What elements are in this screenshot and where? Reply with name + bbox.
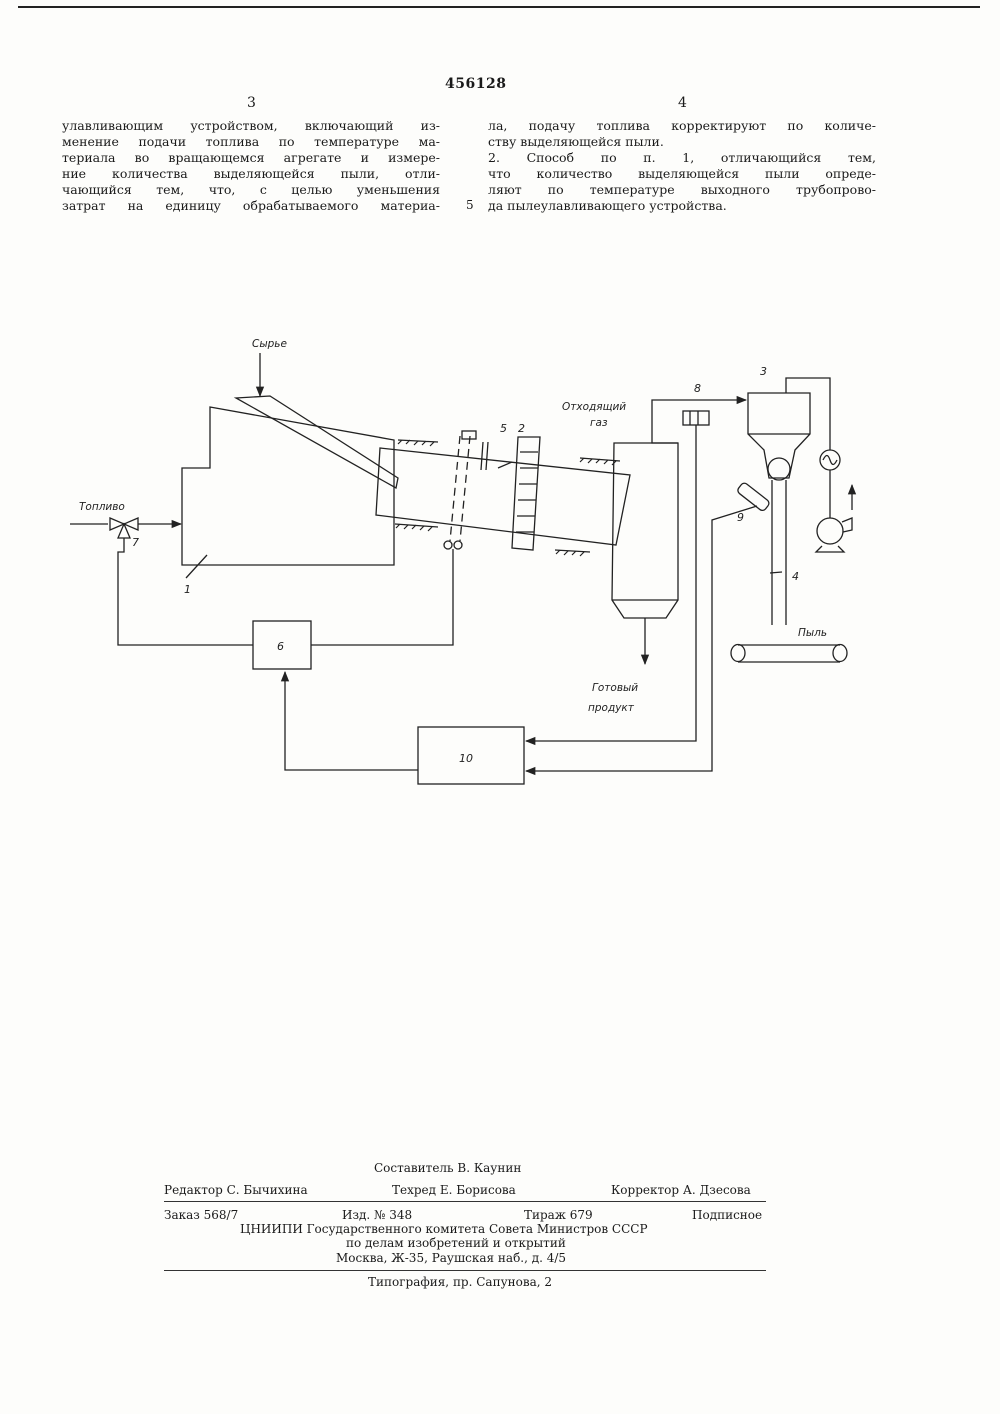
imprint-org-2: по делам изобретений и открытий (346, 1235, 566, 1251)
ref-number-1: 1 (184, 583, 191, 596)
dust-conveyor (731, 645, 847, 663)
label-product-2: продукт (588, 702, 635, 714)
thermometer-8 (683, 411, 709, 425)
label-product-1: Готовый (592, 682, 638, 694)
ref-number-8: 8 (694, 382, 701, 395)
label-dust: Пыль (798, 627, 827, 639)
imprint-compiler: Составитель В. Каунин (374, 1160, 521, 1176)
ref-number-10: 10 (459, 752, 473, 765)
furnace-block-1 (182, 407, 394, 565)
ref-number-6: 6 (277, 640, 284, 653)
imprint-order: Заказ 568/7 (164, 1207, 238, 1223)
raw-feed-chute (236, 396, 398, 488)
cyclone-3 (748, 393, 810, 478)
rotary-lock (768, 458, 790, 480)
imprint-org-3: Москва, Ж-35, Раушская наб., д. 4/5 (336, 1250, 566, 1266)
ref-number-3: 3 (760, 365, 767, 378)
fan-motor (820, 450, 840, 470)
rotary-kiln (376, 448, 630, 545)
imprint-rule (164, 1201, 766, 1202)
temperature-sensor-5 (444, 431, 488, 549)
ref-number-4: 4 (792, 570, 799, 583)
ref-number-9: 9 (737, 511, 744, 524)
imprint-corrector: Корректор А. Дзесова (611, 1182, 751, 1198)
dust-pipe-4 (772, 480, 786, 625)
ref-number-2: 2 (518, 422, 525, 435)
label-exhaust-gas-2: газ (590, 417, 608, 429)
imprint-subscription: Подписное (692, 1207, 762, 1223)
exhaust-fan (816, 518, 852, 552)
imprint-techred: Техред Е. Борисова (392, 1182, 516, 1198)
imprint-printing: Типография, пр. Сапунова, 2 (368, 1274, 552, 1290)
imprint-editor: Редактор С. Бычихина (164, 1182, 308, 1198)
label-exhaust-gas-1: Отходящий (562, 401, 626, 413)
label-raw: Сырье (252, 338, 287, 350)
ref-number-7: 7 (132, 536, 139, 549)
imprint-rule (164, 1270, 766, 1271)
kiln-supports (395, 440, 620, 556)
label-fuel: Топливо (79, 501, 125, 513)
discharge-hood (612, 443, 678, 618)
ref-number-5: 5 (500, 422, 507, 435)
